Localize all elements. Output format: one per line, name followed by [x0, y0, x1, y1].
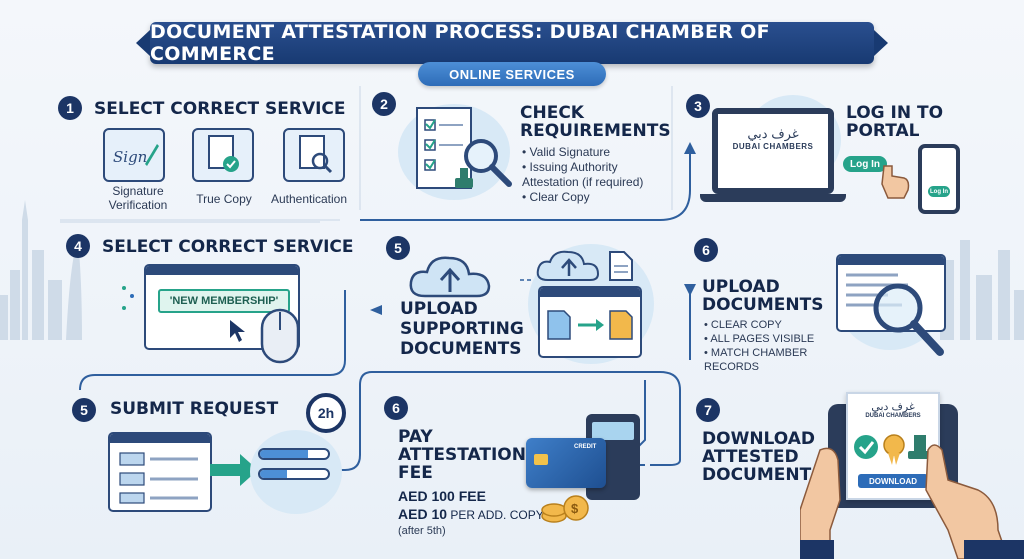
request-form-window [108, 432, 212, 512]
seals-icon [854, 434, 932, 465]
credit-card-icon: CREDIT [526, 438, 606, 488]
step-5b-heading: SUBMIT REQUEST [110, 399, 279, 419]
option-signature-verification: Signature Verification [108, 184, 168, 212]
form-fields-icon [119, 452, 198, 504]
window-titlebar [110, 434, 210, 443]
upload-requirement-item: CLEAR COPY [704, 318, 832, 332]
step-2-heading-line1: CHECK [520, 103, 584, 123]
window-titlebar [540, 288, 640, 297]
fee-additional-amount: AED 10 [398, 506, 448, 522]
step-2-number: 2 [372, 92, 396, 116]
page-subtitle: ONLINE SERVICES [449, 66, 575, 82]
portal-login-button[interactable]: Log In [843, 156, 887, 172]
fee-note: (after 5th) [398, 525, 446, 537]
cloud-upload-icon [409, 256, 491, 298]
step-5a-number: 5 [386, 236, 410, 260]
upload-window [538, 286, 642, 358]
step-4-heading: SELECT CORRECT SERVICE [102, 237, 354, 257]
requirement-item: Issuing Authority Attestation (if requir… [522, 160, 662, 190]
phone-icon: Log In [918, 144, 960, 214]
pointing-hand-icon [881, 165, 910, 199]
document-check-icon [208, 135, 239, 172]
step-2-heading-line2: REQUIREMENTS [520, 121, 671, 141]
step-4-number: 4 [66, 234, 90, 258]
step-2-requirements-list: Valid Signature Issuing Authority Attest… [522, 145, 662, 205]
magnifier-icon [873, 283, 944, 356]
signature-pen-icon: Sign [113, 144, 159, 166]
requirement-item: Valid Signature [522, 145, 662, 160]
portal-logo-text: DUBAI CHAMBERS [732, 142, 814, 151]
step-7-heading-line3: DOCUMENT [702, 465, 812, 485]
step-6a-number: 6 [694, 238, 718, 262]
title-banner: DOCUMENT ATTESTATION PROCESS: DUBAI CHAM… [136, 21, 888, 65]
step-7-heading-line1: DOWNLOAD [702, 429, 816, 449]
arrow-right-icon [210, 454, 258, 486]
step-6b-number: 6 [384, 396, 408, 420]
authentication-card [283, 128, 345, 182]
document-search-icon [299, 135, 333, 174]
cursor-icon [230, 320, 245, 342]
step-6a-heading-line2: DOCUMENTS [702, 295, 824, 315]
fee-additional: AED 10 PER ADD. COPY [398, 506, 544, 522]
step-5a-heading-line3: DOCUMENTS [400, 339, 522, 359]
laptop-screen: غرف دبي DUBAI CHAMBERS [712, 108, 834, 194]
option-true-copy: True Copy [196, 192, 252, 206]
step-6b-heading-line3: FEE [398, 463, 433, 483]
step-3-heading-line2: PORTAL [846, 121, 920, 141]
mouse-icon [260, 308, 300, 364]
upload-requirement-item: MATCH CHAMBER RECORDS [704, 346, 832, 374]
coins-icon: $ [541, 495, 589, 523]
checklist-magnifier-icon [416, 107, 512, 189]
new-membership-option[interactable]: 'NEW MEMBERSHIP' [158, 289, 290, 313]
step-1-heading: SELECT CORRECT SERVICE [94, 99, 346, 119]
card-terminal-icon [586, 414, 640, 500]
card-label: CREDIT [574, 444, 597, 450]
left-hand-icon [800, 447, 841, 559]
right-hand-icon [925, 444, 1024, 559]
window-titlebar [146, 266, 298, 275]
signature-icon-text: Sign [113, 148, 147, 166]
step-3-heading-line1: LOG IN TO [846, 103, 944, 123]
page-title: DOCUMENT ATTESTATION PROCESS: DUBAI CHAM… [150, 21, 770, 65]
true-copy-card [192, 128, 254, 182]
step-3-number: 3 [686, 94, 710, 118]
document-logo-arabic: غرف دبي [871, 401, 915, 413]
step-5b-number: 5 [72, 398, 96, 422]
option-authentication: Authentication [270, 192, 348, 206]
window-titlebar [838, 256, 944, 265]
requirement-item: Clear Copy [522, 190, 662, 205]
download-button[interactable]: DOWNLOAD [858, 474, 928, 488]
step-6a-heading-line1: UPLOAD [702, 277, 780, 297]
laptop-base [700, 194, 846, 202]
sparkle-dots-icon [122, 286, 134, 310]
step-1-number: 1 [58, 96, 82, 120]
step-7-number: 7 [696, 398, 720, 422]
upload-requirement-item: ALL PAGES VISIBLE [704, 332, 832, 346]
step-6b-heading-line1: PAY [398, 427, 433, 447]
step-5a-heading-line1: UPLOAD [400, 299, 478, 319]
svg-text:$: $ [571, 501, 579, 516]
portal-logo-arabic: غرف دبي [747, 126, 799, 141]
cloud-upload-small-icon [536, 250, 600, 281]
step-5a-heading-line2: SUPPORTING [400, 319, 524, 339]
step-6a-checklist: CLEAR COPY ALL PAGES VISIBLE MATCH CHAMB… [704, 318, 832, 374]
document-logo-text: DUBAI CHAMBERS [865, 413, 921, 419]
progress-bar-1 [258, 448, 330, 460]
document-icon [609, 251, 633, 281]
fee-additional-text: PER ADD. COPY [447, 508, 544, 522]
step-7-heading-line2: ATTESTED [702, 447, 799, 467]
progress-bar-2 [258, 468, 330, 480]
timer-icon: 2h [306, 393, 346, 433]
fee-base: AED 100 FEE [398, 488, 486, 504]
signature-verification-card: Sign [103, 128, 165, 182]
phone-login-button[interactable]: Log In [928, 186, 950, 197]
file-transfer-icon [547, 310, 633, 340]
step-6b-heading-line2: ATTESTATION [398, 445, 526, 465]
subtitle-pill: ONLINE SERVICES [418, 62, 606, 86]
skyline-left-icon [0, 200, 82, 340]
